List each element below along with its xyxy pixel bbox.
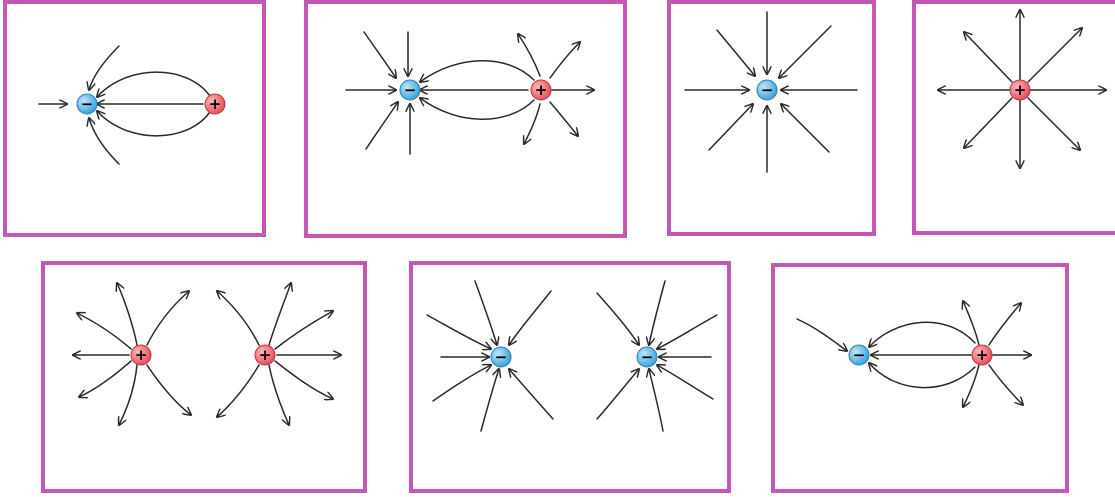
field-line xyxy=(657,315,717,349)
negative-symbol: − xyxy=(495,348,508,366)
positive-charge: + xyxy=(255,345,275,365)
field-line xyxy=(97,72,210,97)
field-line xyxy=(509,291,551,345)
field-line xyxy=(797,319,847,351)
panel-dipole-unequal: − + xyxy=(771,263,1069,493)
field-line xyxy=(117,283,137,345)
field-line xyxy=(964,98,1012,148)
dipole-field-diagram: − + xyxy=(7,4,270,241)
field-line xyxy=(657,365,713,399)
negative-charge: − xyxy=(849,345,869,365)
panel-dipole-small: − + xyxy=(3,0,266,237)
field-line xyxy=(275,311,333,349)
field-line xyxy=(550,102,578,136)
negative-charge: − xyxy=(400,80,420,100)
field-line xyxy=(119,365,137,425)
field-line xyxy=(649,369,663,431)
negative-symbol: − xyxy=(404,81,417,99)
two-positive-field-diagram: + + xyxy=(45,265,371,497)
negative-charge: − xyxy=(491,347,511,367)
field-line xyxy=(217,365,259,417)
field-line xyxy=(481,369,499,431)
field-line xyxy=(649,281,665,345)
positive-charge: + xyxy=(972,345,992,365)
field-line xyxy=(717,30,755,76)
field-line xyxy=(869,363,975,388)
panel-two-negative: − − xyxy=(409,261,731,493)
negative-symbol: − xyxy=(81,95,94,113)
positive-charge: + xyxy=(131,345,151,365)
field-line xyxy=(217,291,259,345)
negative-symbol: − xyxy=(853,346,866,364)
negative-symbol: − xyxy=(641,348,654,366)
field-line xyxy=(597,369,639,419)
dipole-wide-field-diagram: − + xyxy=(308,4,631,242)
field-line xyxy=(779,26,831,78)
negative-charge: − xyxy=(637,347,657,367)
field-line xyxy=(475,281,497,345)
panel-single-positive: + xyxy=(912,0,1115,235)
field-line xyxy=(366,102,398,149)
field-line xyxy=(147,365,191,415)
two-negative-field-diagram: − − xyxy=(413,265,735,497)
field-line xyxy=(79,361,131,397)
panel-dipole-wide: − + xyxy=(304,0,627,238)
field-line xyxy=(509,369,553,419)
field-line xyxy=(1028,28,1082,82)
positive-symbol: + xyxy=(535,81,548,99)
field-line xyxy=(147,291,189,345)
field-line xyxy=(989,365,1023,405)
positive-symbol: + xyxy=(135,346,148,364)
field-line xyxy=(781,104,829,152)
field-line xyxy=(550,42,580,78)
single-positive-field-diagram: + xyxy=(916,4,1115,239)
panel-single-negative: − xyxy=(667,0,876,236)
panel-two-positive: + + xyxy=(41,261,367,493)
field-line xyxy=(709,104,753,150)
positive-symbol: + xyxy=(1014,81,1027,99)
field-line xyxy=(269,365,289,425)
field-line xyxy=(433,365,491,401)
field-line xyxy=(420,61,534,82)
negative-charge: − xyxy=(757,80,777,100)
field-line xyxy=(269,283,291,345)
positive-charge: + xyxy=(531,80,551,100)
field-line xyxy=(77,313,131,349)
negative-charge: − xyxy=(77,94,97,114)
field-line xyxy=(427,315,491,349)
field-line xyxy=(97,111,210,136)
field-line xyxy=(524,104,540,144)
positive-charge: + xyxy=(205,94,225,114)
field-line xyxy=(1028,98,1080,150)
field-line xyxy=(597,293,639,345)
negative-symbol: − xyxy=(761,81,774,99)
field-line xyxy=(964,32,1012,82)
positive-symbol: + xyxy=(259,346,272,364)
positive-symbol: + xyxy=(976,346,989,364)
positive-symbol: + xyxy=(209,95,222,113)
field-line xyxy=(869,322,975,347)
field-line xyxy=(275,361,333,399)
single-negative-field-diagram: − xyxy=(671,4,880,240)
field-line xyxy=(364,32,396,78)
field-line xyxy=(989,303,1021,345)
field-line xyxy=(420,98,534,119)
dipole-unequal-field-diagram: − + xyxy=(775,267,1073,497)
positive-charge: + xyxy=(1010,80,1030,100)
